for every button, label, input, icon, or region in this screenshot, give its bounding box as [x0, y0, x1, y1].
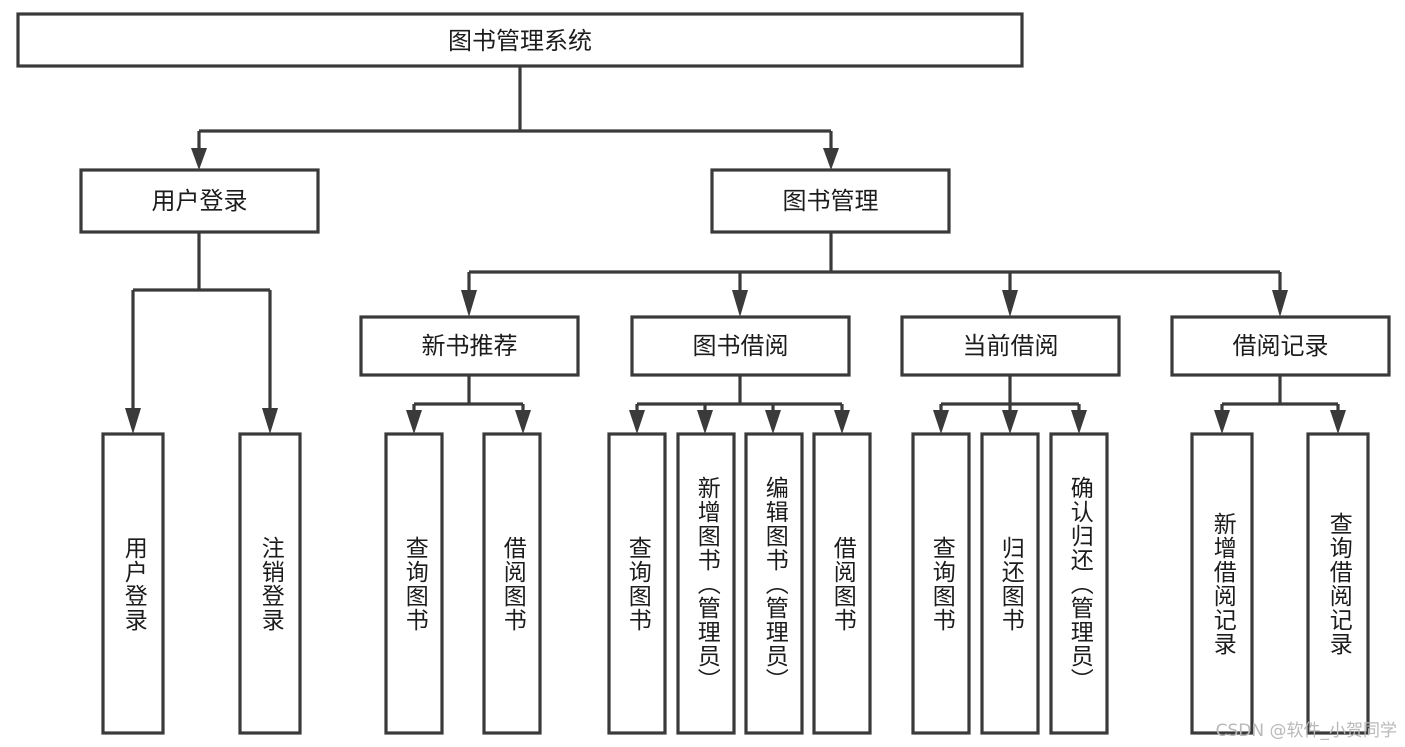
connectors-newbooks-to-leaves	[406, 375, 531, 434]
node-borrow-records-label: 借阅记录	[1233, 332, 1329, 360]
node-user-login[interactable]: 用户登录	[79, 168, 320, 234]
arrow-head	[732, 290, 748, 317]
node-new-book-recommend[interactable]: 新书推荐	[359, 315, 580, 377]
node-current-borrow-label: 当前借阅	[963, 332, 1059, 360]
connectors-root-to-level2	[191, 66, 839, 170]
connectors-records-to-leaves	[1214, 375, 1346, 434]
leaf-box-query-books-cb[interactable]	[911, 432, 971, 735]
arrow-head	[515, 410, 531, 434]
arrow-head	[1071, 410, 1087, 434]
leaf-box-query-borrow-record[interactable]	[1306, 432, 1370, 735]
leaf-box-query-books-nb[interactable]	[384, 432, 444, 735]
node-book-borrow-label: 图书借阅	[693, 332, 789, 360]
leaf-box-confirm-return-admin[interactable]	[1049, 432, 1109, 735]
arrow-head	[125, 408, 141, 434]
connectors-login-to-leaves	[125, 232, 278, 434]
leaf-box-borrow-books-nb[interactable]	[482, 432, 542, 735]
leaf-box-add-borrow-record[interactable]	[1190, 432, 1254, 735]
node-current-borrow[interactable]: 当前借阅	[900, 315, 1121, 377]
arrow-head	[262, 408, 278, 434]
leaf-box-borrow-books-bb[interactable]	[812, 432, 872, 735]
leaf-box-query-books-bb[interactable]	[607, 432, 667, 735]
arrow-head	[191, 148, 207, 170]
arrow-head	[461, 290, 477, 317]
arrow-head	[933, 410, 949, 434]
node-book-borrow[interactable]: 图书借阅	[630, 315, 851, 377]
leaf-box-user-login[interactable]	[101, 432, 165, 735]
leaf-box-add-book-admin[interactable]	[676, 432, 736, 735]
arrow-head	[834, 410, 850, 434]
arrow-head	[629, 410, 645, 434]
leaf-box-logout[interactable]	[238, 432, 302, 735]
connectors-bookmgmt-to-level3	[461, 232, 1288, 317]
arrow-head	[765, 410, 781, 434]
arrow-head	[1002, 410, 1018, 434]
connectors-borrow-to-leaves	[629, 375, 850, 434]
node-borrow-records[interactable]: 借阅记录	[1170, 315, 1391, 377]
arrow-head	[406, 410, 422, 434]
arrow-head	[1330, 410, 1346, 434]
arrow-head	[697, 410, 713, 434]
leaf-box-edit-book-admin[interactable]	[744, 432, 804, 735]
watermark-text: CSDN @软件_小贺同学	[1215, 721, 1397, 741]
arrow-head	[1272, 290, 1288, 317]
arrow-head	[1214, 410, 1230, 434]
leaf-box-return-books[interactable]	[980, 432, 1040, 735]
node-root-label: 图书管理系统	[448, 27, 592, 55]
node-user-login-label: 用户登录	[152, 187, 248, 215]
node-new-book-recommend-label: 新书推荐	[422, 332, 518, 360]
connectors-current-to-leaves	[933, 375, 1087, 434]
arrow-head	[1002, 290, 1018, 317]
node-book-management-label: 图书管理	[783, 187, 879, 215]
node-root[interactable]: 图书管理系统	[16, 12, 1024, 68]
node-book-management[interactable]: 图书管理	[710, 168, 951, 234]
arrow-head	[823, 148, 839, 170]
